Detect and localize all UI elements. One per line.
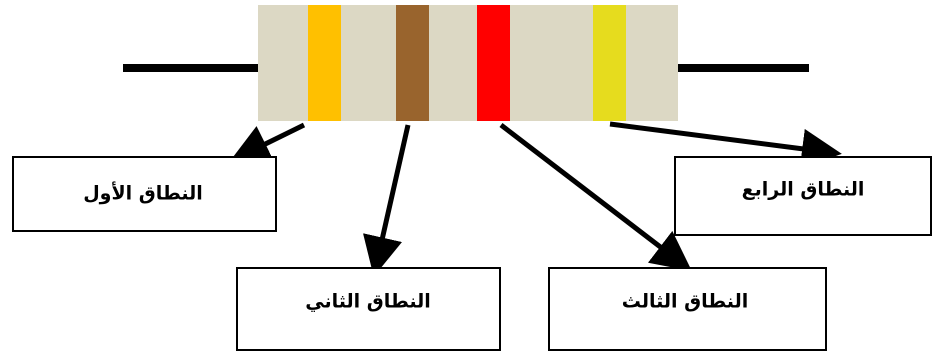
label-second-band: النطاق الثاني [305,291,431,313]
label-fourth-band: النطاق الرابع [742,179,865,201]
arrow-third-band [499,123,692,272]
band-2 [396,5,429,121]
band-1 [308,5,341,121]
band-4 [593,5,626,121]
label-first-band: النطاق الأول [83,182,203,205]
label-box-fourth-band: النطاق الرابع [674,156,932,236]
label-box-second-band: النطاق الثاني [236,267,501,351]
label-box-third-band: النطاق الثالث [548,267,827,351]
arrow-second-band [363,124,411,277]
band-3 [477,5,510,121]
arrow-first-band [229,122,306,162]
label-third-band: النطاق الثالث [622,291,748,313]
arrow-fourth-band [609,121,842,169]
label-box-first-band: النطاق الأول [12,156,277,232]
